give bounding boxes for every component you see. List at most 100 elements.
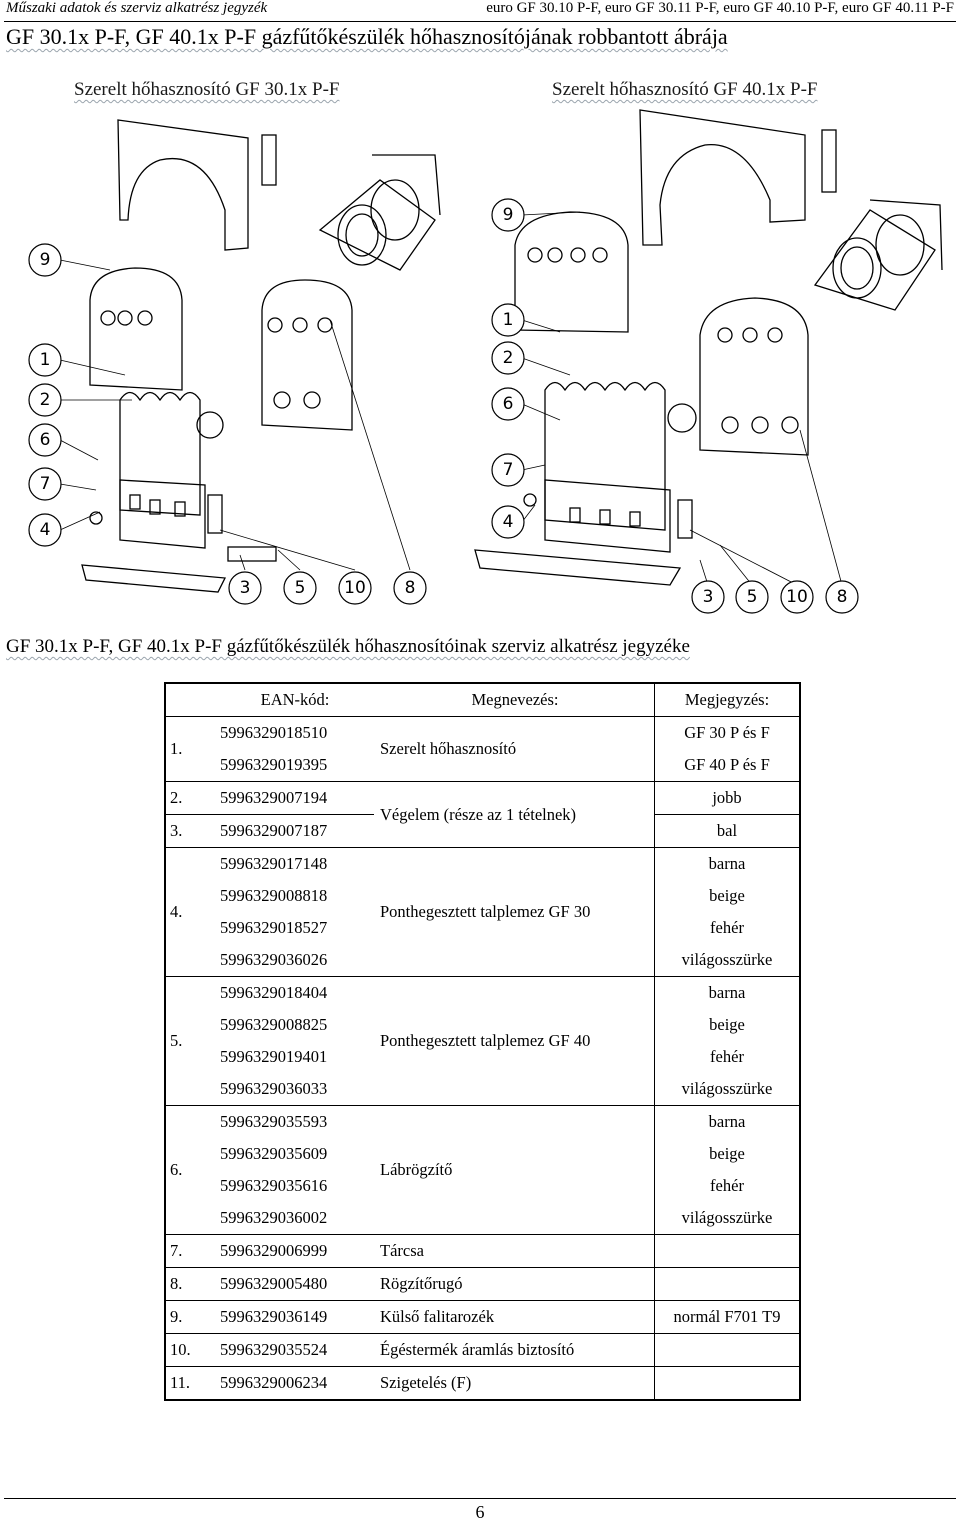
callout-label: 2 <box>503 348 514 368</box>
part-note <box>654 1333 801 1367</box>
table-title: GF 30.1x P-F, GF 40.1x P-F gázfűtőkészül… <box>6 636 690 657</box>
part-note: GF 30 P és F <box>654 716 801 749</box>
ean-code: 5996329007194 <box>212 781 374 815</box>
table-row: 6. 5996329035593 Lábrögzítő barna <box>164 1105 801 1235</box>
callout-label: 4 <box>40 520 51 540</box>
ean-code: 5996329005480 <box>212 1267 374 1301</box>
callout-right-7: 7 <box>491 453 525 487</box>
callout-left-2: 2 <box>28 383 62 417</box>
page-number: 6 <box>475 1502 485 1522</box>
callout-label: 6 <box>503 394 514 414</box>
table-row: 1. 5996329018510 Szerelt hőhasznosító GF… <box>164 716 801 782</box>
callout-label: 2 <box>40 390 51 410</box>
base-plate <box>474 549 682 586</box>
part-name: Lábrögzítő <box>374 1105 655 1235</box>
part-name: Tárcsa <box>374 1234 655 1268</box>
heat-exchanger <box>119 391 201 516</box>
table-row: 4. 5996329017148 Ponthegesztett talpleme… <box>164 847 801 977</box>
ean-code: 5996329035524 <box>212 1333 374 1367</box>
part-note: fehér <box>654 1170 801 1202</box>
header-ean: EAN-kód: <box>212 682 374 717</box>
part-note <box>654 1234 801 1268</box>
ean-code: 5996329018527 <box>220 918 328 937</box>
part-note: világosszürke <box>654 1073 801 1106</box>
part-note: világosszürke <box>654 1202 801 1235</box>
callout-right-8: 8 <box>825 580 859 614</box>
part-note: beige <box>654 1009 801 1041</box>
callout-label: 1 <box>503 310 514 330</box>
part-note: beige <box>654 1138 801 1170</box>
part-note: GF 40 P és F <box>654 749 801 782</box>
bracket <box>821 129 837 193</box>
ean-code: 5996329006234 <box>212 1366 374 1401</box>
table-row: 5996329008818 beige <box>165 880 801 912</box>
part-note: fehér <box>654 912 801 944</box>
callout-right-4: 4 <box>491 505 525 539</box>
part-note: világosszürke <box>654 944 801 977</box>
callout-label: 7 <box>503 460 514 480</box>
subtitle-left: Szerelt hőhasznosító GF 30.1x P-F <box>74 79 340 100</box>
part-note: jobb <box>654 781 801 815</box>
callout-right-1: 1 <box>491 303 525 337</box>
callout-label: 10 <box>786 587 808 607</box>
callout-left-8: 8 <box>393 571 427 605</box>
callout-right-3: 3 <box>691 580 725 614</box>
part-name: Égéstermék áramlás biztosító <box>374 1333 655 1367</box>
callout-left-9: 9 <box>28 243 62 277</box>
item-number: 9. <box>164 1300 212 1334</box>
table-row: 5996329036026 világosszürke <box>165 944 801 977</box>
ean-code: 5996329007187 <box>212 814 374 848</box>
ean-code: 5996329018510 <box>212 716 374 749</box>
table-row: 3. 5996329007187 bal <box>164 814 801 848</box>
callout-label: 8 <box>405 578 416 598</box>
part-name: Ponthegesztett talplemez GF 30 <box>374 847 655 977</box>
bracket <box>261 134 277 186</box>
flue-housing <box>318 179 436 271</box>
part-name: Külső falitarozék <box>374 1300 655 1334</box>
part-note: fehér <box>654 1041 801 1073</box>
part-note: barna <box>654 976 801 1009</box>
header-name: Megnevezés: <box>374 682 655 717</box>
ean-code: 5996329019395 <box>212 749 374 782</box>
callout-right-6: 6 <box>491 387 525 421</box>
header-document-title: Műszaki adatok és szerviz alkatrész jegy… <box>6 0 268 16</box>
callout-label: 5 <box>747 587 758 607</box>
item-number: 2. <box>164 781 212 815</box>
table-row: 5. 5996329018404 Ponthegesztett talpleme… <box>164 976 801 1106</box>
part-name: Szerelt hőhasznosító <box>374 716 655 782</box>
part-note <box>654 1267 801 1301</box>
callout-label: 4 <box>503 512 514 532</box>
item-number: 11. <box>164 1366 212 1401</box>
callout-left-7: 7 <box>28 467 62 501</box>
table-row: 11. 5996329006234 Szigetelés (F) <box>164 1366 801 1401</box>
item-number: 8. <box>164 1267 212 1301</box>
ean-code: 5996329035593 <box>220 1112 328 1131</box>
callout-label: 8 <box>837 587 848 607</box>
table-row: 5996329035609 beige <box>165 1138 801 1170</box>
table-row: 7. 5996329006999 Tárcsa <box>164 1234 801 1268</box>
callout-right-2: 2 <box>491 341 525 375</box>
item-number: 10. <box>164 1333 212 1367</box>
callout-label: 5 <box>295 578 306 598</box>
item-number: 3. <box>164 814 212 848</box>
heat-exchanger <box>544 381 666 531</box>
part-name: Rögzítőrugó <box>374 1267 655 1301</box>
ean-code: 5996329036149 <box>212 1300 374 1334</box>
item-number: 5. <box>164 976 212 1106</box>
front-cover-1 <box>89 267 183 391</box>
assembly-gf40 <box>474 109 943 586</box>
table-row: 5996329008825 beige <box>165 1009 801 1041</box>
part-name: Szigetelés (F) <box>374 1366 655 1401</box>
table-row: 9. 5996329036149 Külső falitarozék normá… <box>164 1300 801 1334</box>
callout-right-9: 9 <box>491 198 525 232</box>
ean-code: 5996329008825 <box>220 1015 328 1034</box>
callout-label: 9 <box>503 205 514 225</box>
callout-right-5: 5 <box>735 580 769 614</box>
front-cover-2 <box>699 297 809 456</box>
ean-code: 5996329018404 <box>220 983 328 1002</box>
footer-divider <box>4 1498 956 1499</box>
header-divider <box>4 21 956 22</box>
table-row: 5996329019401 fehér <box>165 1041 801 1073</box>
callout-left-6: 6 <box>28 423 62 457</box>
